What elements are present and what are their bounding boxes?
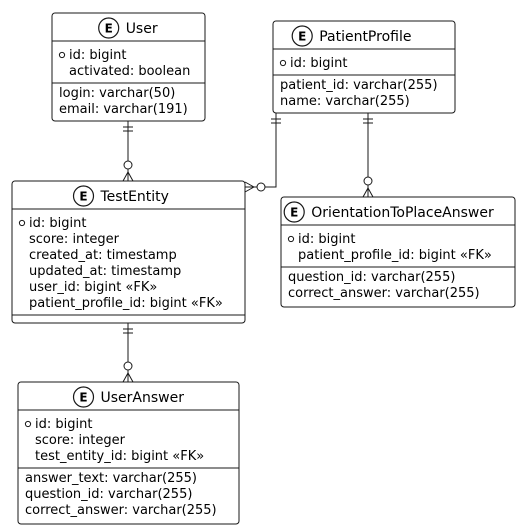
entity-name: UserAnswer: [101, 390, 185, 406]
exactly-one-marker-icon: [123, 328, 133, 334]
primary-key-field: id: bigint: [290, 56, 347, 71]
attribute-field: correct_answer: varchar(255): [25, 503, 217, 518]
attribute-field: patient_id: varchar(255): [280, 78, 438, 93]
entity-badge-letter: E: [79, 190, 87, 204]
entity-orientation-answer: E OrientationToPlaceAnswer id: bigintpatie…: [280, 196, 516, 308]
key-section-field: score: integer: [35, 433, 126, 448]
entity-badge-letter: E: [290, 206, 298, 220]
primary-key-field: id: bigint: [69, 48, 126, 63]
entity-name: User: [126, 21, 158, 37]
key-section-field: activated: boolean: [69, 64, 190, 79]
primary-key-field: id: bigint: [29, 216, 86, 231]
key-section-field: test_entity_id: bigint «FK»: [35, 449, 204, 464]
primary-key-icon: [24, 420, 32, 428]
attribute-field: email: varchar(191): [59, 102, 188, 117]
relationship-patient-profile-to-orientation-answer: [362, 113, 374, 198]
exactly-one-marker-icon: [123, 126, 133, 132]
key-section-field: user_id: bigint «FK»: [29, 280, 157, 295]
entity-box: [11, 180, 246, 324]
entity-patient-profile: E PatientProfile id: bigint patient_id: var…: [272, 20, 456, 114]
zero-or-many-marker-icon: [122, 160, 134, 182]
entity-badge-letter: E: [298, 30, 306, 44]
entity-badge-icon: E: [72, 386, 95, 408]
entity-badge-icon: E: [291, 25, 313, 47]
attribute-field: correct_answer: varchar(255): [288, 286, 480, 301]
zero-or-many-marker-icon: [244, 181, 266, 193]
connector-line: [245, 113, 277, 188]
attribute-field: question_id: varchar(255): [25, 487, 192, 502]
key-section-field: patient_profile_id: bigint «FK»: [29, 296, 223, 311]
entity-badge-icon: E: [72, 185, 95, 207]
primary-key-field: id: bigint: [35, 417, 92, 432]
entity-name: PatientProfile: [319, 29, 411, 45]
relationship-patient-profile-to-test-entity: [244, 113, 281, 193]
key-section-field: patient_profile_id: bigint «FK»: [298, 248, 492, 263]
attribute-field: name: varchar(255): [280, 94, 410, 109]
attribute-field: login: varchar(50): [59, 86, 175, 101]
key-section-field: updated_at: timestamp: [29, 264, 181, 279]
primary-key-icon: [279, 59, 287, 67]
primary-key-field: id: bigint: [298, 232, 355, 247]
entity-name: OrientationToPlaceAnswer: [311, 205, 494, 221]
exactly-one-marker-icon: [271, 118, 281, 124]
key-section-field: created_at: timestamp: [29, 248, 177, 263]
primary-key-icon: [58, 51, 66, 59]
entity-badge-icon: E: [283, 201, 305, 223]
zero-or-many-marker-icon: [122, 361, 134, 383]
relationships-layer: [122, 113, 374, 383]
primary-key-icon: [287, 235, 295, 243]
entity-badge-letter: E: [79, 391, 87, 405]
primary-key-icon: [18, 219, 26, 227]
entity-box: [272, 20, 456, 114]
attribute-field: question_id: varchar(255): [288, 270, 455, 285]
relationship-test-entity-to-user-answer: [122, 323, 134, 383]
attribute-field: answer_text: varchar(255): [25, 471, 197, 486]
entity-box: [51, 12, 206, 122]
relationship-user-to-test-entity: [122, 121, 134, 182]
entity-badge-icon: E: [98, 17, 120, 39]
entity-badge-letter: E: [105, 22, 113, 36]
key-section-field: score: integer: [29, 232, 120, 247]
exactly-one-marker-icon: [363, 118, 373, 124]
entity-name: TestEntity: [100, 189, 169, 205]
entity-box: [17, 381, 240, 525]
zero-or-many-marker-icon: [362, 176, 374, 198]
